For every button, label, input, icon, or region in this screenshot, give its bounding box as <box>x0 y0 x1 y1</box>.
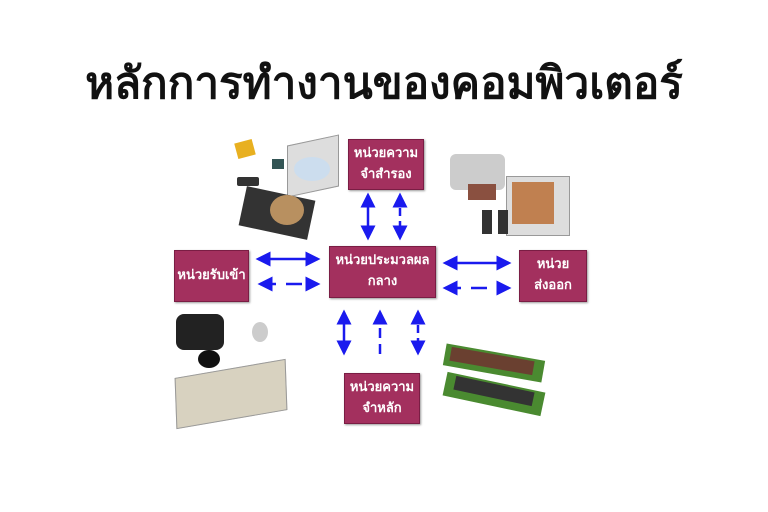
cpu-label: หน่วยประมวลผล กลาง <box>335 253 430 289</box>
cpu-box: หน่วยประมวลผล กลาง <box>329 246 436 298</box>
secondary-memory-label: หน่วยความ จำสำรอง <box>353 145 419 182</box>
secondary-memory-unit-box: หน่วยความ จำสำรอง <box>348 139 424 190</box>
main-memory-label: หน่วยความ จำหลัก <box>349 379 415 416</box>
input-unit-label: หน่วยรับเข้า <box>177 267 246 283</box>
output-devices-image <box>448 148 588 243</box>
output-unit-box: หน่วย ส่งออก <box>519 250 587 302</box>
page-title: หลักการทำงานของคอมพิวเตอร์ <box>85 58 683 109</box>
storage-devices-image <box>232 134 339 240</box>
input-unit-box: หน่วยรับเข้า <box>174 250 249 302</box>
main-memory-unit-box: หน่วยความ จำหลัก <box>344 373 420 424</box>
input-devices-image <box>168 308 288 430</box>
output-unit-label: หน่วย ส่งออก <box>534 257 572 293</box>
